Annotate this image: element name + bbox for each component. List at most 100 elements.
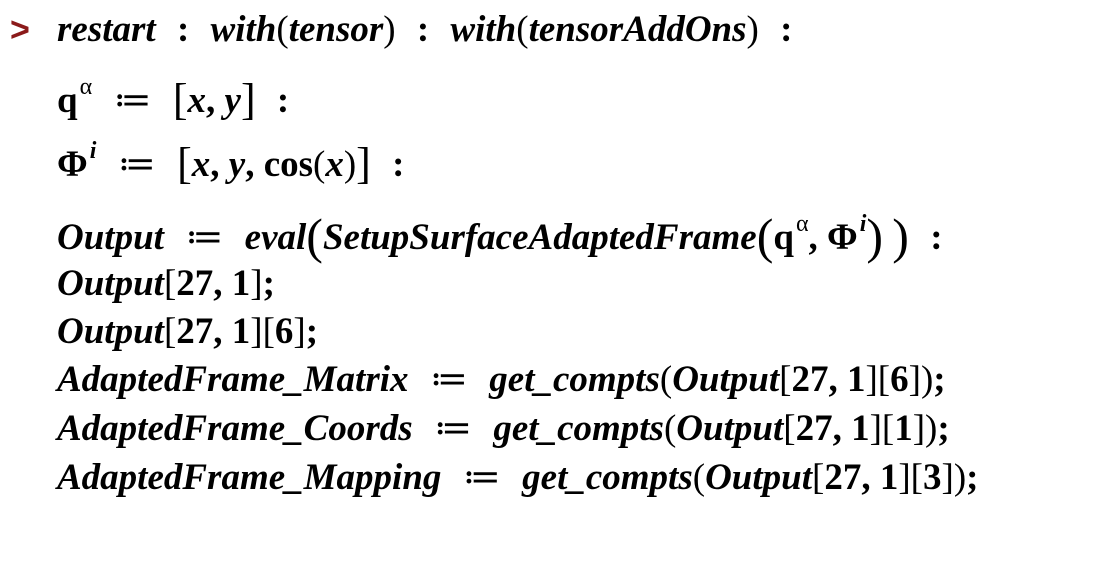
index-value: 27	[824, 457, 862, 498]
separator: :	[176, 9, 190, 50]
terminator: ;	[933, 359, 946, 400]
variable-adapted-frame-matrix: AdaptedFrame_Matrix	[57, 359, 409, 400]
assign-operator: ≔	[117, 144, 156, 185]
paren-open: (	[313, 144, 326, 185]
input-line-restart[interactable]: restart : with(tensor) : with(tensorAddO…	[57, 8, 804, 52]
restart-command: restart	[57, 9, 156, 50]
input-line-adapted-frame-coords[interactable]: AdaptedFrame_Coords ≔ get_compts(Output[…	[57, 408, 950, 449]
variable-x: x	[187, 80, 207, 121]
index-value: 1	[879, 457, 899, 498]
index-value: 1	[894, 408, 913, 449]
function-eval: eval	[244, 217, 307, 258]
bracket-open: [	[262, 311, 275, 352]
bracket-open: [	[783, 408, 796, 449]
index-value: 1	[231, 311, 251, 352]
bracket-open: [	[163, 263, 177, 304]
function-get-compts: get_compts	[493, 408, 664, 449]
superscript-alpha: α	[795, 211, 809, 237]
separator: :	[416, 9, 430, 50]
bracket-open: [	[163, 311, 177, 352]
input-line-adapted-frame-matrix[interactable]: AdaptedFrame_Matrix ≔ get_compts(Output[…	[57, 359, 946, 400]
function-get-compts: get_compts	[489, 359, 660, 400]
package-name: tensor	[288, 9, 384, 50]
variable-adapted-frame-mapping: AdaptedFrame_Mapping	[57, 457, 442, 498]
input-line-output-index-6[interactable]: Output[27, 1][6];	[57, 311, 319, 352]
bracket-close: ]	[356, 139, 371, 188]
paren-close: )	[920, 359, 934, 400]
variable-output: Output	[672, 359, 780, 400]
variable-q: q	[57, 80, 78, 121]
separator: :	[780, 9, 793, 50]
variable-q: q	[773, 217, 794, 258]
bracket-close: ]	[240, 75, 256, 124]
bracket-close: ]	[941, 457, 954, 498]
paren-close: )	[383, 9, 396, 50]
execution-prompt[interactable]: >	[10, 11, 30, 49]
variable-y: y	[224, 80, 241, 121]
variable-adapted-frame-coords: AdaptedFrame_Coords	[57, 408, 413, 449]
bracket-close: ]	[869, 408, 882, 449]
paren-close: )	[892, 208, 909, 264]
variable-y: y	[228, 144, 246, 185]
terminator: ;	[937, 408, 950, 449]
input-line-output-eval[interactable]: Output ≔ eval(SetupSurfaceAdaptedFrame(q…	[57, 208, 943, 264]
input-line-q-alpha[interactable]: qα ≔ [x, y] :	[57, 74, 290, 124]
paren-open: (	[663, 408, 677, 449]
bracket-open: [	[910, 457, 923, 498]
index-value: 1	[851, 408, 870, 449]
assign-operator: ≔	[185, 217, 224, 258]
assign-operator: ≔	[113, 80, 152, 121]
separator: :	[392, 144, 405, 185]
function-setup-surface-adapted-frame: SetupSurfaceAdaptedFrame	[322, 217, 757, 258]
bracket-close: ]	[293, 311, 306, 352]
variable-output: Output	[705, 457, 813, 498]
terminator: ;	[305, 311, 319, 352]
variable-phi: Φ	[827, 217, 858, 258]
variable-x: x	[191, 144, 211, 185]
separator: :	[276, 80, 290, 121]
terminator: ;	[966, 457, 979, 498]
superscript-i: i	[859, 211, 867, 237]
superscript-i: i	[89, 138, 97, 164]
paren-close: )	[746, 9, 759, 50]
index-value: 27	[791, 359, 829, 400]
index-value: 1	[846, 359, 866, 400]
package-name: tensorAddOns	[528, 9, 747, 50]
index-value: 27	[795, 408, 833, 449]
variable-output: Output	[676, 408, 784, 449]
superscript-alpha: α	[79, 74, 93, 100]
input-line-phi-i[interactable]: Φi ≔ [x, y, cos(x)] :	[57, 138, 405, 188]
paren-close: )	[925, 408, 938, 449]
bracket-open: [	[177, 139, 192, 188]
variable-output: Output	[57, 311, 164, 352]
index-value: 27	[176, 311, 214, 352]
bracket-close: ]	[250, 311, 263, 352]
variable-output: Output	[57, 217, 164, 258]
input-line-output-index[interactable]: Output[27, 1];	[57, 263, 275, 304]
index-value: 27	[176, 263, 214, 304]
input-line-adapted-frame-mapping[interactable]: AdaptedFrame_Mapping ≔ get_compts(Output…	[57, 457, 979, 498]
variable-output: Output	[57, 263, 164, 304]
paren-open: (	[659, 359, 673, 400]
paren-close: )	[343, 144, 357, 185]
paren-open: (	[276, 9, 289, 50]
bracket-open: [	[812, 457, 825, 498]
bracket-open: [	[877, 359, 891, 400]
bracket-open: [	[172, 75, 188, 124]
variable-phi: Φ	[57, 144, 88, 185]
with-command: with	[210, 9, 277, 50]
paren-open: (	[516, 9, 529, 50]
separator: :	[930, 217, 943, 258]
bracket-close: ]	[908, 359, 921, 400]
function-cos: cos	[263, 144, 314, 185]
index-value: 1	[231, 263, 251, 304]
index-value: 6	[890, 359, 909, 400]
with-command: with	[450, 9, 517, 50]
assign-operator: ≔	[433, 408, 473, 449]
bracket-close: ]	[865, 359, 878, 400]
index-value: 3	[923, 457, 942, 498]
index-value: 6	[274, 311, 294, 352]
paren-open: (	[306, 208, 323, 264]
terminator: ;	[262, 263, 275, 304]
